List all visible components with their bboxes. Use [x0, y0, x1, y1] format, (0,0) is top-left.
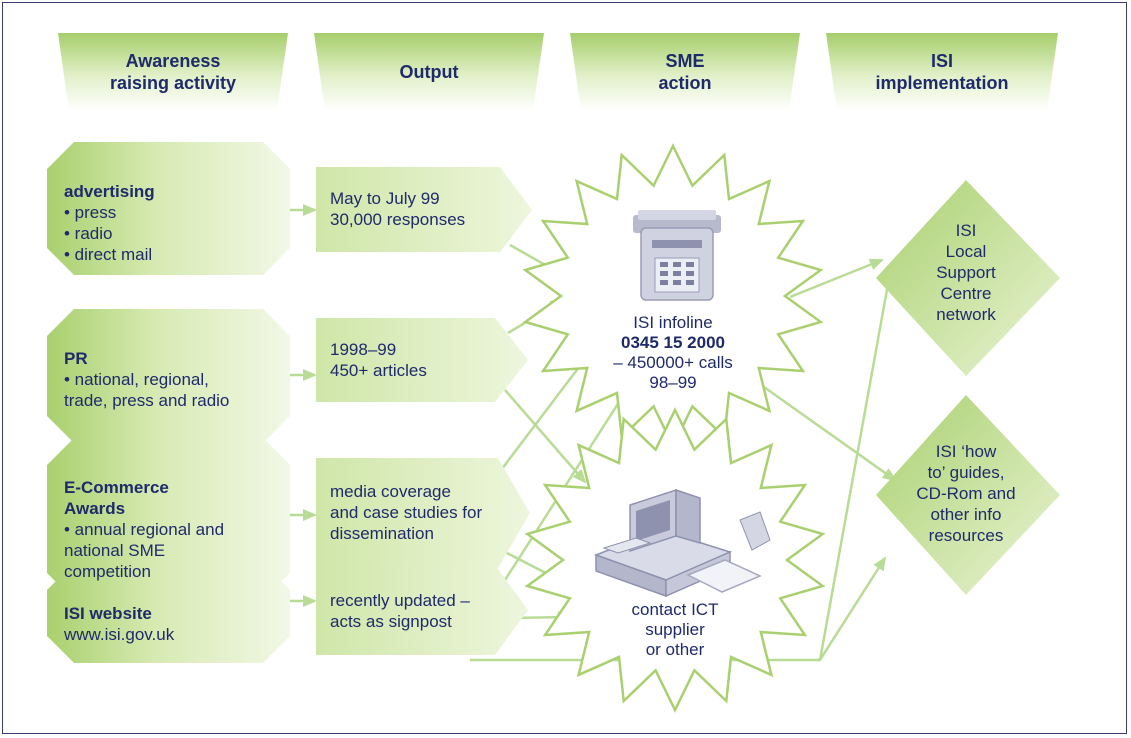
implementation-box-1 — [876, 180, 1060, 376]
activity-body: www.isi.gov.uk — [64, 625, 175, 644]
activity-title: ISI website — [64, 604, 152, 623]
implementation-text-1: ISI Local Support Centre network — [936, 221, 996, 324]
supplier-line-1: contact ICT — [631, 600, 719, 619]
output-text-4: recently updated – acts as signpost — [330, 591, 470, 631]
infoline-period: 98–99 — [649, 373, 697, 392]
header-band-output — [314, 33, 544, 111]
header-output: Output — [399, 62, 459, 82]
activity-title: PR — [64, 349, 88, 368]
header-sme-action: SME action — [658, 51, 712, 93]
implementation-box-2 — [876, 395, 1060, 595]
implementation-text-2: ISI ‘how to’ guides, CD-Rom and other in… — [916, 442, 1016, 545]
output-box-2 — [316, 318, 528, 402]
computer-icon — [593, 488, 771, 598]
activity-body: • annual regional and national SME compe… — [64, 520, 225, 581]
supplier-text: contact ICT supplier or other — [600, 600, 750, 660]
infoline-label: ISI infoline — [633, 313, 713, 332]
infoline-detail: – 450000+ calls — [613, 353, 733, 372]
output-box-4 — [316, 565, 528, 655]
activity-box-advertising — [47, 142, 290, 275]
activity-box-ecommerce — [47, 438, 290, 600]
supplier-line-2: supplier — [645, 620, 705, 639]
phone-fax-icon — [633, 210, 721, 301]
header-band-awareness — [58, 33, 288, 111]
output-box-3 — [316, 458, 530, 568]
activity-ecommerce: E-Commerce Awards• annual regional and n… — [64, 456, 224, 582]
output-text-1: May to July 99 30,000 responses — [330, 189, 466, 229]
header-band-isi — [826, 33, 1058, 111]
activity-body: • press • radio • direct mail — [64, 203, 153, 264]
output-text-3: media coverage and case studies for diss… — [330, 482, 483, 543]
activity-box-pr — [47, 309, 290, 443]
activity-box-website — [47, 563, 290, 663]
supplier-line-3: or other — [645, 640, 705, 659]
activity-advertising: advertising • press • radio • direct mail — [64, 160, 155, 265]
header-awareness: Awareness raising activity — [109, 51, 237, 93]
activity-website: ISI website www.isi.gov.uk — [64, 582, 174, 645]
output-text-2: 1998–99 450+ articles — [330, 340, 427, 380]
activity-title: advertising — [64, 182, 155, 201]
infoline-number: 0345 15 2000 — [621, 333, 725, 352]
header-band-sme — [570, 33, 800, 111]
header-isi-implementation: ISI implementation — [875, 51, 1009, 93]
activity-pr: PR • national, regional, trade, press and… — [64, 327, 229, 411]
output-box-1 — [316, 167, 532, 252]
activity-title: E-Commerce Awards — [64, 478, 169, 518]
activity-body: • national, regional, trade, press and r… — [64, 370, 230, 410]
infoline-text: ISI infoline 0345 15 2000 – 450000+ call… — [588, 313, 758, 393]
